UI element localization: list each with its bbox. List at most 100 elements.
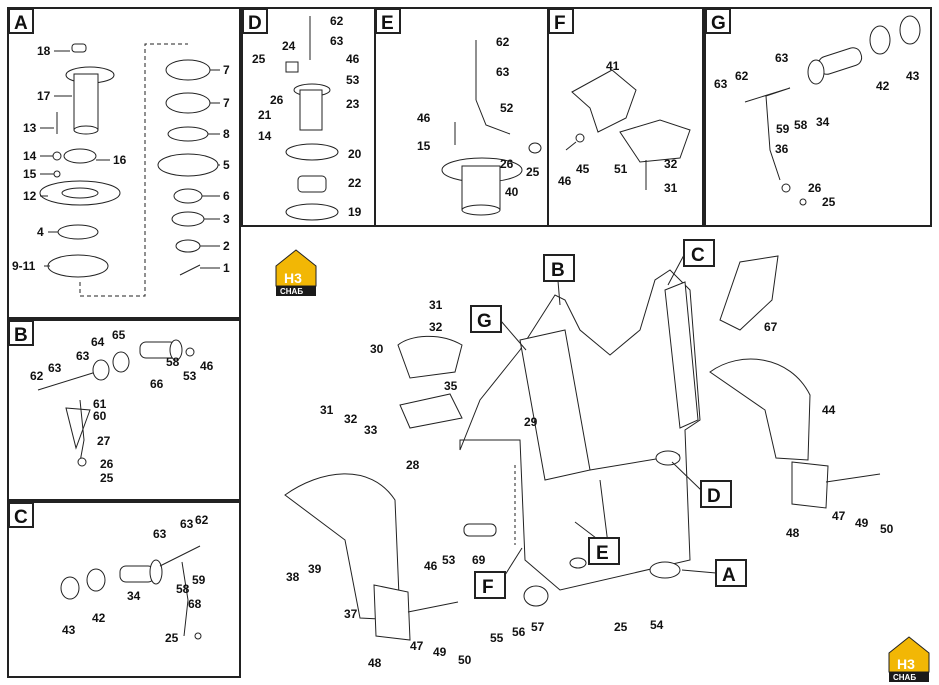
part-label: 40 [505,185,519,199]
part-label: 66 [150,377,164,391]
part-label: 58 [166,355,180,369]
part-label: 20 [348,147,362,161]
part-label: 13 [23,121,37,135]
part-label: 12 [23,189,37,203]
part-label: 68 [188,597,202,611]
part-label: 35 [444,379,458,393]
part-label: 48 [786,526,800,540]
part-label: 47 [832,509,846,523]
part-label: 63 [153,527,167,541]
logo-top-text: Н3 [284,270,302,286]
part-label: 42 [92,611,106,625]
part-label: 46 [200,359,214,373]
part-label: 17 [37,89,51,103]
panel-B-label: B [14,325,28,346]
part-label: 41 [606,59,620,73]
part-label: 18 [37,44,51,58]
part-label: 15 [417,139,431,153]
part-label: 51 [614,162,628,176]
part-label: 63 [48,361,62,375]
part-label: 50 [458,653,472,667]
brand-logo-top: Н3 СНАБ [275,249,317,296]
part-label: 36 [775,142,789,156]
part-label: 43 [906,69,920,83]
part-label: 62 [735,69,749,83]
part-label: 63 [330,34,344,48]
part-label: 8 [223,127,230,141]
part-label: 14 [23,149,37,163]
panel-F: F 41 45 46 51 32 31 [547,7,704,227]
part-label: 54 [650,618,664,632]
part-label: 2 [223,239,230,253]
part-label: 39 [308,562,322,576]
part-label: 63 [496,65,510,79]
part-label: 46 [424,559,438,573]
part-label: 25 [822,195,836,209]
part-label: 44 [822,403,836,417]
part-label: 31 [320,403,334,417]
part-label: 37 [344,607,358,621]
part-label: 31 [429,298,443,312]
part-label: 59 [776,122,790,136]
part-label: 29 [524,415,538,429]
part-label: 63 [180,517,194,531]
part-label: 59 [192,573,206,587]
part-label: 38 [286,570,300,584]
part-label: 26 [500,157,514,171]
part-label: 26 [270,93,284,107]
part-label: 63 [714,77,728,91]
part-label: 63 [76,349,90,363]
part-label: 46 [346,52,360,66]
logo-top-text: Н3 [897,656,915,672]
part-label: 64 [91,335,105,349]
panel-F-label: F [554,13,566,34]
part-label: 7 [223,63,230,77]
part-label: 62 [195,513,209,527]
part-label: 53 [183,369,197,383]
part-label: 49 [433,645,447,659]
part-label: 25 [165,631,179,645]
panel-C: C 63 63 62 59 58 68 34 42 43 25 [7,501,241,678]
part-label: 3 [223,212,230,226]
part-label: 22 [348,176,362,190]
part-label: 61 [93,397,107,411]
part-label: 34 [127,589,141,603]
part-label: 58 [794,118,808,132]
part-label: 47 [410,639,424,653]
part-label: 5 [223,158,230,172]
callout-B: B [551,260,565,281]
part-label: 43 [62,623,76,637]
panel-D: D 62 63 24 46 25 53 26 23 21 14 20 22 19 [241,7,376,227]
part-label: 63 [775,51,789,65]
part-label: 28 [406,458,420,472]
part-label: 21 [258,108,272,122]
part-label: 1 [223,261,230,275]
part-label: 42 [876,79,890,93]
panel-A-label: A [14,13,28,34]
callout-A: A [722,565,736,586]
part-label: 26 [808,181,822,195]
part-label: 48 [368,656,382,670]
callout-D: D [707,486,721,507]
part-label: 15 [23,167,37,181]
part-label: 46 [417,111,431,125]
callout-E: E [596,543,609,564]
part-label: 30 [370,342,384,356]
part-label: 26 [100,457,114,471]
callout-G: G [477,311,492,332]
part-label: 57 [531,620,545,634]
part-label: 32 [429,320,443,334]
callout-F: F [482,577,494,598]
panel-D-label: D [248,13,262,34]
part-label: 49 [855,516,869,530]
part-label: 32 [344,412,358,426]
part-label: 60 [93,409,107,423]
part-label: 46 [558,174,572,188]
panel-E: E 62 63 52 46 15 26 25 40 [374,7,549,227]
part-label: 4 [37,225,44,239]
main-assembly: B C G D E F A 31 32 30 35 31 32 33 28 29… [284,239,894,670]
part-label: 25 [100,471,114,485]
part-label: 14 [258,129,272,143]
part-label: 52 [500,101,514,115]
